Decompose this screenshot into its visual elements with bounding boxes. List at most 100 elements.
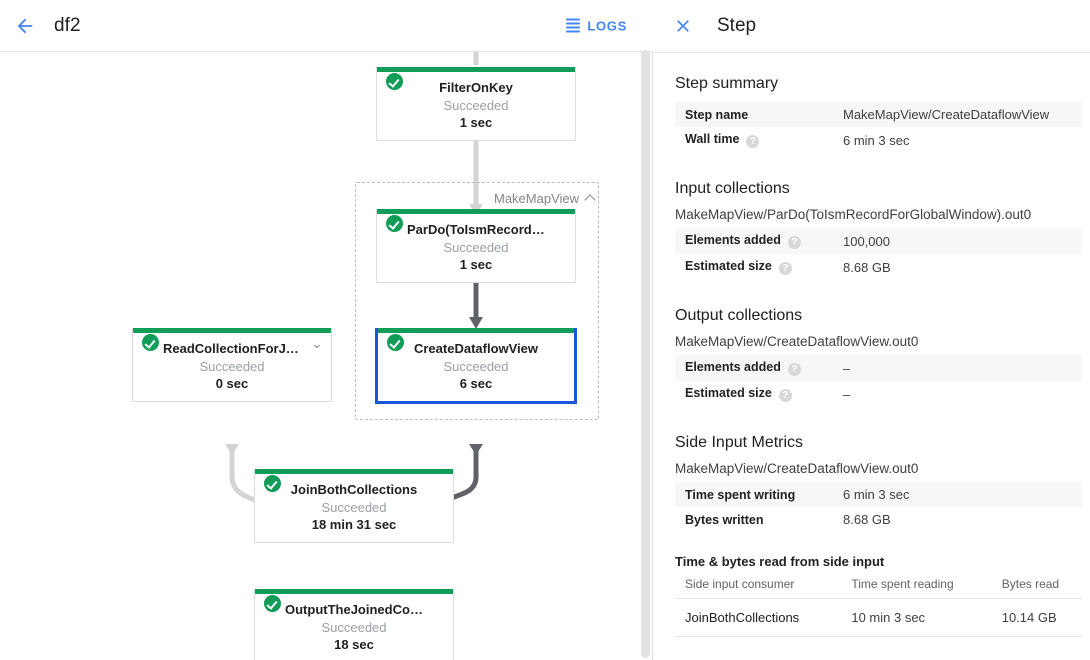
step-panel-title: Step <box>717 15 757 36</box>
job-header: df2 LOGS <box>0 0 653 52</box>
table-row: Elements added? 100,000 <box>675 228 1082 254</box>
output-collection-name: MakeMapView/CreateDataflowView.out0 <box>675 334 919 349</box>
help-icon[interactable]: ? <box>778 262 792 275</box>
pane-divider <box>652 0 653 660</box>
logs-lines-icon <box>566 18 581 33</box>
check-circle-icon <box>386 215 403 232</box>
node-title: OutputTheJoinedCollec… <box>285 602 445 617</box>
row-value: – <box>843 355 1082 381</box>
node-title: ReadCollectionForJoin <box>163 341 306 356</box>
check-circle-icon <box>387 334 404 351</box>
step-panel-header: Step <box>653 0 1090 53</box>
output-collections-table: Elements added? – Estimated size? – <box>675 355 1082 407</box>
row-key: Estimated size? <box>675 254 843 280</box>
input-collection-name: MakeMapView/ParDo(ToIsmRecordForGlobalWi… <box>675 207 1032 222</box>
row-value: 8.68 GB <box>843 259 891 275</box>
row-value: 6 min 3 sec <box>843 132 910 148</box>
row-key: Step name <box>675 102 843 127</box>
input-collections-table: Elements added? 100,000 Estimated size? … <box>675 228 1082 280</box>
section-title-step-summary: Step summary <box>675 75 779 92</box>
node-duration: 1 sec <box>459 257 493 272</box>
section-title-output-collections: Output collections <box>675 307 803 324</box>
help-icon[interactable]: ? <box>778 389 792 402</box>
row-key: Elements added? <box>675 355 843 381</box>
row-value: 6 min 3 sec <box>843 482 1082 507</box>
row-value: MakeMapView/CreateDataflowView <box>843 102 1082 127</box>
node-duration: 18 min 31 sec <box>311 517 397 532</box>
node-duration: 1 sec <box>459 115 493 130</box>
node-status: Succeeded <box>321 620 387 635</box>
row-value: – <box>843 386 851 402</box>
step-panel-body: Step summary Step name MakeMapView/Creat… <box>653 53 1090 637</box>
section-title-side-input-metrics: Side Input Metrics <box>675 434 804 451</box>
table-row: Wall time? 6 min 3 sec <box>675 127 1082 153</box>
row-key: Bytes written <box>685 512 764 527</box>
table-row: JoinBothCollections 10 min 3 sec 10.14 G… <box>675 598 1082 637</box>
row-key: Wall time? <box>675 127 843 153</box>
table-row: Time spent writing 6 min 3 sec <box>675 482 1082 507</box>
job-graph-pane: df2 LOGS <box>0 0 653 660</box>
row-value: 100,000 <box>843 228 1082 254</box>
chevron-down-icon[interactable] <box>311 339 323 351</box>
node-status: Succeeded <box>199 359 265 374</box>
step-details-pane: Step Step summary Step name MakeMapView/… <box>653 0 1090 660</box>
check-circle-icon <box>264 475 281 492</box>
help-icon[interactable]: ? <box>787 236 801 249</box>
help-icon[interactable]: ? <box>787 363 801 376</box>
graph-node-read-collection-for-join[interactable]: ReadCollectionForJoin Succeeded 0 sec <box>132 328 332 402</box>
check-circle-icon <box>142 334 159 351</box>
column-header-time-spent-reading: Time spent reading <box>841 571 992 599</box>
node-status: Succeeded <box>443 359 509 374</box>
help-icon[interactable]: ? <box>746 135 760 148</box>
job-graph-canvas[interactable]: MakeMapView FilterOnKey Succeeded 1 sec <box>0 52 653 660</box>
column-header-side-input-consumer: Side input consumer <box>675 571 842 599</box>
side-input-consumers-table: Side input consumer Time spent reading B… <box>675 571 1082 637</box>
table-header-row: Side input consumer Time spent reading B… <box>675 571 1082 599</box>
node-status-bar <box>378 328 574 333</box>
graph-node-create-dataflow-view[interactable]: CreateDataflowView Succeeded 6 sec <box>375 328 577 404</box>
row-value: 8.68 GB <box>843 512 891 527</box>
graph-vertical-scrollbar[interactable] <box>641 50 650 658</box>
table-row: Bytes written 8.68 GB <box>675 507 1082 532</box>
section-title-input-collections: Input collections <box>675 180 790 197</box>
node-status-bar <box>377 67 575 72</box>
table-row: Estimated size? 8.68 GB <box>675 254 1082 280</box>
group-box-makemapview[interactable] <box>355 182 599 420</box>
graph-node-pardo-toismrecordfor[interactable]: ParDo(ToIsmRecordFor… Succeeded 1 sec <box>376 209 576 283</box>
node-status: Succeeded <box>321 500 387 515</box>
node-title: CreateDataflowView <box>413 341 539 356</box>
page-title: df2 <box>54 14 81 36</box>
node-status-bar <box>133 328 331 333</box>
node-duration: 6 sec <box>459 376 493 391</box>
row-key: Elements added? <box>675 228 843 254</box>
logs-button-label: LOGS <box>587 18 627 33</box>
node-duration: 18 sec <box>334 637 374 652</box>
table-row: Elements added? – <box>675 355 1082 381</box>
side-input-metrics-table: Time spent writing 6 min 3 sec Bytes wri… <box>675 482 1082 532</box>
graph-node-join-both-collections[interactable]: JoinBothCollections Succeeded 18 min 31 … <box>254 469 454 543</box>
close-icon[interactable] <box>667 10 699 42</box>
graph-node-output-the-joined-collec[interactable]: OutputTheJoinedCollec… Succeeded 18 sec <box>254 589 454 660</box>
logs-button[interactable]: LOGS <box>560 14 633 37</box>
node-title: JoinBothCollections <box>290 482 418 497</box>
subsection-title-time-bytes-read: Time & bytes read from side input <box>675 554 885 569</box>
arrow-left-icon[interactable] <box>8 9 42 43</box>
node-status: Succeeded <box>443 98 509 113</box>
chevron-up-icon[interactable] <box>585 193 596 204</box>
cell-side-input-consumer: JoinBothCollections <box>675 598 842 637</box>
node-title: FilterOnKey <box>439 80 513 95</box>
node-duration: 0 sec <box>215 376 249 391</box>
side-input-collection-name: MakeMapView/CreateDataflowView.out0 <box>675 461 919 476</box>
node-status-bar <box>255 469 453 474</box>
check-circle-icon <box>386 73 403 90</box>
graph-node-filter-on-key[interactable]: FilterOnKey Succeeded 1 sec <box>376 67 576 141</box>
row-key: Time spent writing <box>675 482 843 507</box>
node-status: Succeeded <box>443 240 509 255</box>
node-status-bar <box>255 589 453 594</box>
step-summary-table: Step name MakeMapView/CreateDataflowView… <box>675 102 1082 153</box>
column-header-bytes-read: Bytes read <box>991 571 1082 599</box>
cell-bytes-read: 10.14 GB <box>991 598 1082 637</box>
group-name: MakeMapView <box>494 191 580 206</box>
group-label-makemapview[interactable]: MakeMapView <box>494 191 596 206</box>
